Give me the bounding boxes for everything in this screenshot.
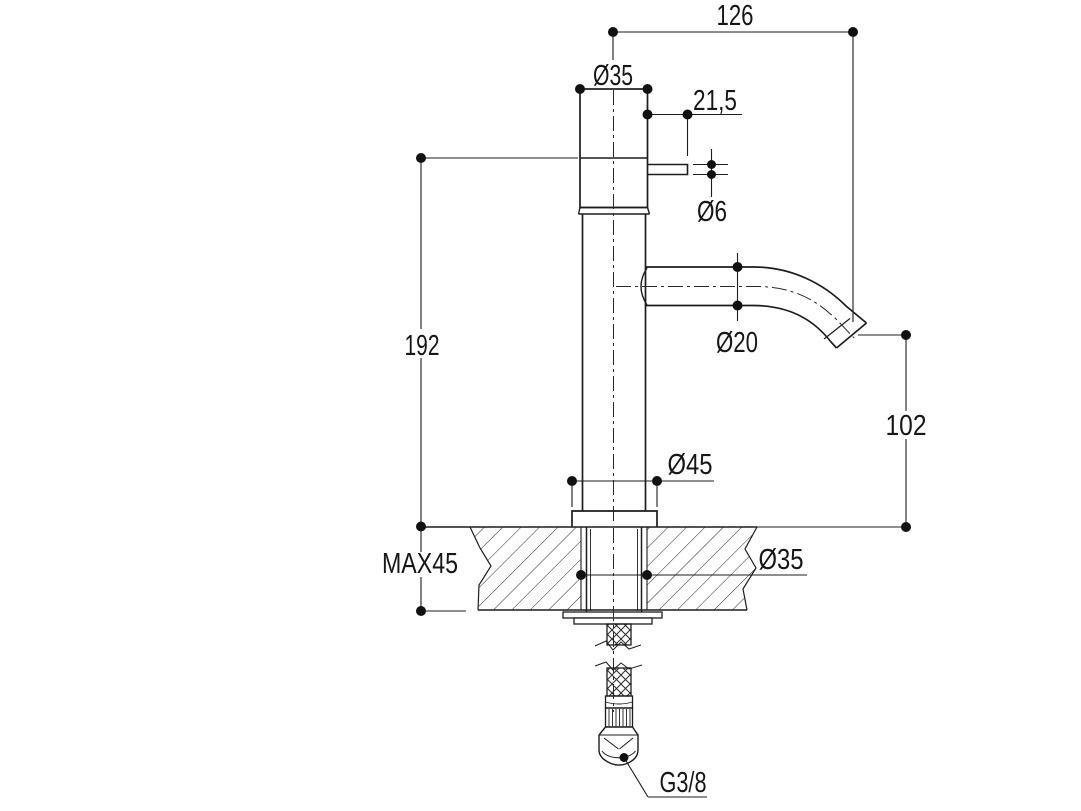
mounting-shank [585, 527, 643, 612]
hose-braid-lower [606, 667, 632, 697]
hose-braid-upper [606, 623, 632, 646]
label-connection-thread: G3/8 [660, 767, 707, 799]
spout-outlet-face [835, 322, 868, 349]
dim-spout-reach-126 [612, 31, 854, 322]
dim-label-spout-reach: 126 [717, 0, 754, 32]
spout-aerator-line [823, 318, 851, 340]
dim-label-handle-lever: 21,5 [693, 85, 737, 117]
centerlines [613, 90, 855, 712]
deck-broken-edge-right [742, 526, 758, 611]
dim-label-body-diameter: Ø35 [593, 60, 633, 92]
dim-label-base-flange: Ø45 [668, 449, 713, 481]
dim-label-mounting-hole: Ø35 [759, 544, 804, 576]
dim-label-height: 192 [405, 330, 440, 362]
counter-cross-section [421, 526, 758, 611]
spout-inner-edge [645, 304, 838, 349]
deck-hatch-left [470, 527, 581, 610]
dim-label-deck-thickness: MAX45 [382, 548, 458, 580]
hose-connector-nut [598, 726, 639, 766]
spout-centerline [616, 286, 855, 339]
base-flange [571, 510, 658, 527]
dim-base-flange-45 [571, 480, 714, 507]
dim-label-spout-tube: Ø20 [716, 327, 758, 359]
deck-hatch-right [647, 527, 757, 610]
hose-break-line-top [594, 640, 642, 651]
spout [640, 266, 868, 349]
label-backplates [380, 329, 928, 577]
dimension-dots [416, 27, 911, 762]
deck-broken-edge-left [469, 526, 492, 611]
spout-outer-edge [645, 266, 868, 324]
locknut-washer [562, 611, 663, 625]
dim-label-lever-pin: Ø6 [697, 196, 727, 228]
hose-knurl [604, 707, 634, 728]
supply-hose [594, 623, 643, 766]
dim-handle-lever-21-5 [647, 113, 742, 156]
spout-back-cap [640, 267, 648, 306]
dim-label-outlet-height: 102 [886, 410, 927, 442]
handle-lever-pin [647, 163, 689, 176]
thread-leader-g38 [623, 757, 707, 798]
